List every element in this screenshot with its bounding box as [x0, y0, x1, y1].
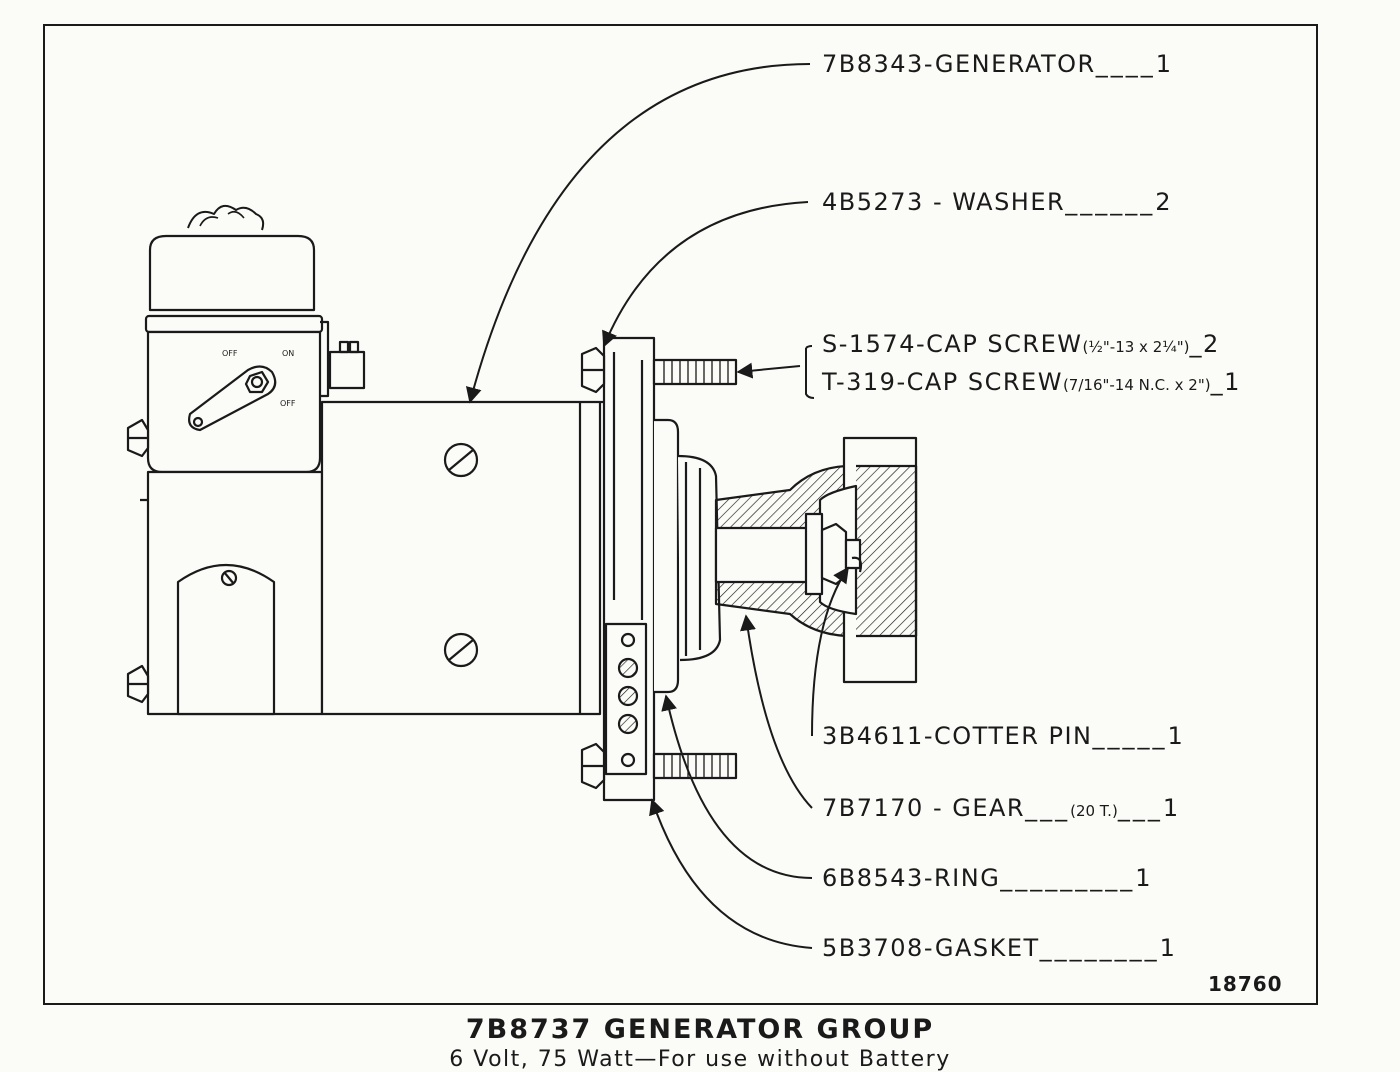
generator-main-frame — [320, 400, 606, 716]
part-size: (7/16"-14 N.C. x 2") — [1062, 376, 1211, 394]
part-qty: 1 — [1159, 934, 1177, 962]
callout-washer: 4B5273 - WASHER______2 — [822, 188, 1172, 216]
flange-bolts — [580, 346, 738, 790]
callout-cap-screw-1: S-1574-CAP SCREW(½"-13 x 2¼")_2 — [822, 330, 1220, 358]
part-qty: 1 — [1162, 794, 1180, 822]
part-name: GENERATOR — [934, 50, 1096, 78]
leader-generator — [465, 63, 811, 404]
part-number: T-319 — [822, 368, 897, 396]
part-number: 5B3708 — [822, 934, 924, 962]
part-name: CAP SCREW — [926, 330, 1083, 358]
part-qty: 1 — [1224, 368, 1241, 396]
callout-gasket: 5B3708-GASKET________1 — [822, 934, 1177, 962]
leader-ring — [661, 694, 813, 879]
leader-cap-screw — [736, 362, 801, 379]
part-number: 6B8543 — [822, 864, 924, 892]
part-number: S-1574 — [822, 330, 916, 358]
side-nuts — [126, 418, 150, 704]
part-number: 7B7170 — [822, 794, 924, 822]
part-number: 7B8343 — [822, 50, 924, 78]
part-qty: 1 — [1155, 50, 1173, 78]
generator-end-frame — [140, 470, 324, 716]
part-number: 3B4611 — [822, 722, 924, 750]
part-name: COTTER PIN — [933, 722, 1093, 750]
part-note: (20 T.) — [1070, 802, 1118, 820]
switch-off-right-label: OFF — [280, 399, 296, 408]
switch-box — [146, 320, 366, 474]
callout-cap-screw-2: T-319-CAP SCREW(7/16"-14 N.C. x 2")_1 — [822, 368, 1241, 396]
part-qty: 1 — [1135, 864, 1153, 892]
switch-off-left-label: OFF — [222, 349, 238, 358]
caption-title: 7B8737 GENERATOR GROUP — [465, 1014, 935, 1045]
mounting-flange — [602, 336, 656, 802]
cap-screw-brace — [805, 345, 815, 399]
callout-cotter-pin: 3B4611-COTTER PIN_____1 — [822, 722, 1185, 750]
part-qty: 1 — [1167, 722, 1185, 750]
regulator-cap — [144, 204, 324, 334]
part-name: CAP SCREW — [906, 368, 1063, 396]
callout-gear: 7B7170 - GEAR___(20 T.)___1 — [822, 794, 1180, 822]
leader-gear — [740, 614, 813, 809]
drive-gear — [714, 436, 918, 684]
part-name: GASKET — [934, 934, 1040, 962]
leader-gasket — [649, 798, 813, 949]
gasket-ring — [654, 418, 722, 694]
switch-on-label: ON — [282, 349, 294, 358]
part-number: 4B5273 — [822, 188, 924, 216]
part-qty: 2 — [1155, 188, 1172, 216]
callout-ring: 6B8543-RING_________1 — [822, 864, 1153, 892]
caption-subtitle: 6 Volt, 75 Watt—For use without Battery — [449, 1047, 951, 1072]
drawing-number: 18760 — [1208, 972, 1283, 996]
leader-washer — [602, 201, 809, 348]
callout-generator: 7B8343-GENERATOR____1 — [822, 50, 1173, 78]
drawing-frame — [43, 24, 1318, 1005]
leader-cotter-pin — [811, 566, 849, 737]
part-size: (½"-13 x 2¼") — [1082, 338, 1190, 356]
part-qty: 2 — [1203, 330, 1220, 358]
part-name: RING — [933, 864, 1001, 892]
part-name: GEAR — [952, 794, 1026, 822]
part-name: WASHER — [952, 188, 1066, 216]
